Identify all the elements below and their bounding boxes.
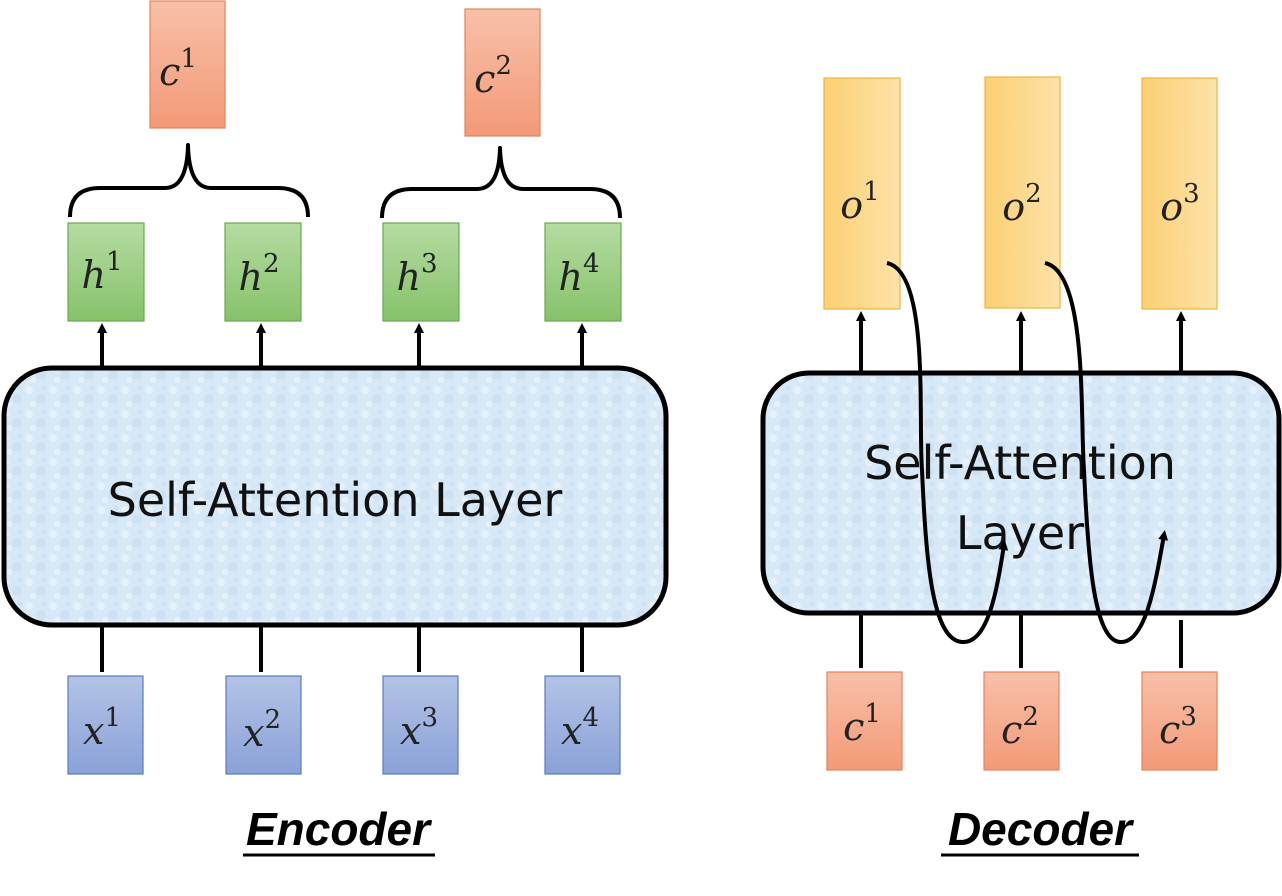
- encoder-hidden-2: h2: [224, 222, 302, 322]
- encoder-hidden-3-box: [382, 222, 460, 322]
- svg-text:h1: h1: [81, 247, 122, 297]
- decoder-output-3: o3: [1141, 77, 1218, 310]
- encoder-brace-2: [380, 146, 622, 219]
- decoder-input-1-box: [826, 671, 903, 771]
- encoder-context-1-idx: 1: [180, 44, 197, 74]
- encoder-hidden-2-box: [224, 222, 302, 322]
- encoder-input-4-box: [544, 675, 621, 775]
- encoder-layer-label: Self-Attention Layer: [108, 473, 563, 527]
- decoder: o1 o2 o3 Self-Attention Layer: [760, 76, 1282, 857]
- encoder-input-2-idx: 2: [264, 705, 281, 735]
- decoder-input-1-idx: 1: [864, 699, 881, 729]
- decoder-input-2-idx: 2: [1022, 702, 1039, 732]
- svg-text:o3: o3: [1160, 179, 1199, 229]
- encoder-context-2-var: c: [474, 57, 495, 101]
- encoder-hidden-4-box: [544, 222, 622, 322]
- encoder-context-1-var: c: [159, 50, 180, 94]
- decoder-input-1-var: c: [843, 705, 864, 749]
- encoder-context-2: c2: [464, 8, 541, 137]
- svg-text:h2: h2: [238, 249, 279, 299]
- svg-text:x2: x2: [243, 705, 281, 755]
- encoder-input-1: x1: [67, 675, 144, 775]
- decoder-output-2-var: o: [1002, 185, 1025, 229]
- encoder-hidden-3-var: h: [396, 255, 420, 299]
- encoder-context-1-box: [149, 0, 226, 129]
- decoder-input-3-box: [1141, 671, 1218, 771]
- encoder-input-2-var: x: [243, 711, 264, 755]
- decoder-output-2-box: [984, 76, 1061, 309]
- decoder-input-3: c3: [1141, 671, 1218, 771]
- decoder-output-2: o2: [984, 76, 1061, 309]
- encoder-hidden-1: h1: [67, 222, 145, 322]
- encoder-hidden-1-var: h: [81, 253, 105, 297]
- svg-text:c2: c2: [474, 51, 512, 101]
- encoder-hidden-3: h3: [382, 222, 460, 322]
- encoder-hidden-4-var: h: [558, 255, 582, 299]
- encoder-hidden-4-idx: 4: [583, 249, 600, 279]
- decoder-caption: Decoder: [948, 803, 1134, 855]
- encoder-input-4-var: x: [561, 709, 582, 753]
- decoder-self-attention-layer: [760, 370, 1282, 616]
- encoder-brace-1: [68, 143, 310, 218]
- svg-text:c3: c3: [1159, 702, 1197, 752]
- decoder-output-2-idx: 2: [1025, 179, 1042, 209]
- encoder-input-3-idx: 3: [421, 703, 438, 733]
- encoder-hidden-1-box: [67, 222, 145, 322]
- svg-text:h3: h3: [396, 249, 437, 299]
- svg-text:h4: h4: [558, 249, 599, 299]
- encoder-input-1-idx: 1: [104, 703, 121, 733]
- encoder-input-4-idx: 4: [582, 703, 599, 733]
- encoder: c1 c2 h1 h2 h3: [1, 0, 669, 857]
- decoder-output-1-idx: 1: [863, 177, 880, 207]
- encoder-hidden-1-idx: 1: [106, 247, 123, 277]
- decoder-input-3-var: c: [1159, 708, 1180, 752]
- encoder-hidden-2-idx: 2: [263, 249, 280, 279]
- encoder-input-3: x3: [382, 675, 459, 775]
- svg-text:x3: x3: [400, 703, 438, 753]
- svg-text:o1: o1: [840, 177, 879, 227]
- decoder-input-2-box: [983, 671, 1060, 771]
- encoder-hidden-3-idx: 3: [421, 249, 438, 279]
- decoder-output-1: o1: [823, 77, 901, 310]
- encoder-input-1-var: x: [83, 709, 104, 753]
- encoder-caption: Encoder: [246, 803, 432, 855]
- encoder-hidden-4: h4: [544, 222, 622, 322]
- encoder-hidden-2-var: h: [238, 255, 262, 299]
- encoder-context-2-idx: 2: [495, 51, 512, 81]
- svg-text:c2: c2: [1001, 702, 1039, 752]
- svg-text:x4: x4: [561, 703, 599, 753]
- encoder-input-2-box: [225, 675, 302, 775]
- decoder-input-2: c2: [983, 671, 1060, 771]
- encoder-input-3-box: [382, 675, 459, 775]
- decoder-output-1-var: o: [840, 183, 863, 227]
- decoder-input-1: c1: [826, 671, 903, 771]
- decoder-feedback-curve-2: [1044, 261, 1169, 645]
- svg-text:c1: c1: [843, 699, 881, 749]
- encoder-input-4: x4: [544, 675, 621, 775]
- svg-text:o2: o2: [1002, 179, 1041, 229]
- encoder-context-2-box: [464, 8, 541, 137]
- decoder-output-3-idx: 3: [1183, 179, 1200, 209]
- svg-text:x1: x1: [83, 703, 121, 753]
- encoder-input-2: x2: [225, 675, 302, 775]
- encoder-context-1: c1: [149, 0, 226, 129]
- decoder-output-3-box: [1141, 77, 1218, 310]
- decoder-layer-label-line1: Self-Attention: [864, 436, 1176, 490]
- encoder-self-attention-layer: [1, 365, 669, 628]
- encoder-input-1-box: [67, 675, 144, 775]
- encoder-input-3-var: x: [400, 709, 421, 753]
- decoder-feedback-curve-1: [886, 261, 1009, 645]
- decoder-input-3-idx: 3: [1180, 702, 1197, 732]
- decoder-output-3-var: o: [1160, 185, 1183, 229]
- decoder-layer-label-line2: Layer: [956, 506, 1084, 560]
- decoder-output-1-box: [823, 77, 901, 310]
- decoder-input-2-var: c: [1001, 708, 1022, 752]
- svg-text:c1: c1: [159, 44, 197, 94]
